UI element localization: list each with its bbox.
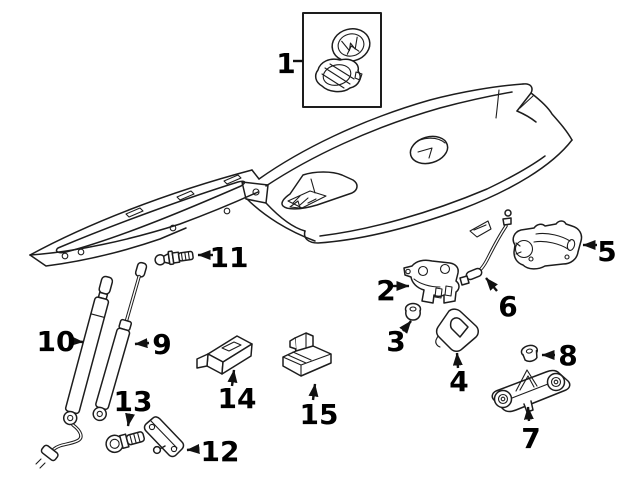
callout-10: 10 (37, 325, 84, 358)
callout-5: 5 (582, 235, 617, 268)
callout-label-9: 9 (152, 328, 171, 361)
callout-7: 7 (521, 406, 541, 455)
outer-panel-drawing (258, 83, 573, 244)
vw-emblem-back (314, 58, 363, 93)
hinge-junction-drawing (241, 181, 316, 242)
callout-label-4: 4 (449, 365, 468, 398)
part-7-handle-bracket (491, 369, 571, 413)
callout-label-5: 5 (597, 235, 616, 268)
callout-label-1: 1 (276, 47, 295, 80)
part-14-license-plate-lamp (196, 335, 253, 375)
part-4-lock-striker (435, 308, 479, 352)
callout-13: 13 (114, 385, 153, 427)
callout-label-3: 3 (386, 325, 405, 358)
callout-11: 11 (197, 241, 249, 274)
strut-harness (35, 423, 83, 469)
callout-2: 2 (376, 274, 410, 307)
part-3-grommet-nut (404, 302, 422, 321)
callout-label-12: 12 (201, 435, 240, 468)
callout-14: 14 (218, 369, 257, 415)
callout-label-11: 11 (210, 241, 249, 274)
callout-15: 15 (300, 383, 339, 431)
part-9-gas-support-strut (92, 261, 148, 422)
callout-9: 9 (134, 328, 172, 361)
callout-label-8: 8 (558, 339, 577, 372)
inner-panel-drawing (29, 169, 260, 267)
part-15-control-module (282, 332, 332, 377)
part-6-release-cable (459, 209, 512, 286)
callout-8: 8 (541, 339, 578, 372)
callout-4: 4 (449, 352, 469, 398)
part-1-vw-emblem-set (302, 12, 382, 108)
callout-label-14: 14 (218, 382, 257, 415)
callout-label-10: 10 (37, 325, 76, 358)
callout-6: 6 (485, 277, 518, 323)
part-11-ball-stud (154, 250, 194, 266)
trunk-lid-assembly-drawing (29, 83, 573, 267)
callout-label-6: 6 (498, 290, 517, 323)
callout-3: 3 (386, 320, 412, 358)
callout-12: 12 (186, 435, 240, 468)
callout-label-13: 13 (114, 385, 153, 418)
callouts: 1 2 3 4 5 6 7 8 (37, 47, 617, 468)
part-8-flange-nut (520, 344, 539, 363)
part-12-mounting-bracket (143, 416, 185, 458)
callout-label-7: 7 (521, 422, 540, 455)
part-13-shoulder-bolt (105, 431, 145, 454)
part-2-trunk-lid-latch (403, 259, 460, 304)
part-5-lock-actuator (512, 220, 583, 270)
callout-label-2: 2 (376, 274, 395, 307)
callout-label-15: 15 (300, 398, 339, 431)
part-10-power-lift-strut (35, 275, 114, 469)
vw-emblem-front (331, 28, 371, 62)
callout-1: 1 (276, 47, 303, 80)
